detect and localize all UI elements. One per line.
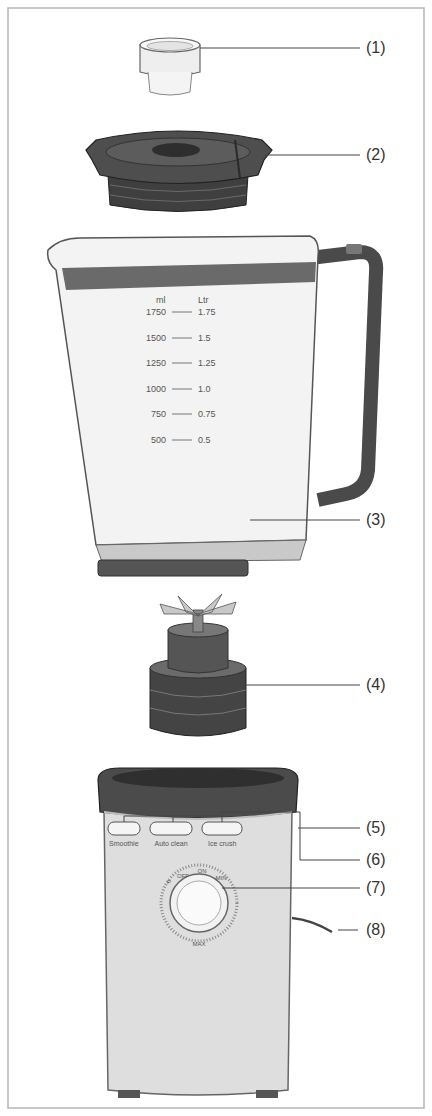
leader-line: [298, 828, 360, 829]
scale-unit: Ltr: [198, 296, 209, 305]
power-cord: [292, 918, 332, 932]
leader-line: [124, 812, 360, 860]
callout-number: (1): [366, 40, 386, 56]
blade-unit: [150, 594, 246, 736]
leader-line: [222, 888, 360, 889]
scale-mark: 1250: [146, 359, 166, 368]
motor-base: [98, 768, 298, 1098]
dial-label: MAX: [193, 941, 206, 947]
scale-mark: 1.75: [198, 308, 216, 317]
leader-line: [240, 685, 360, 686]
scale-mark: 1750: [146, 308, 166, 317]
dial-label: OFF: [177, 873, 189, 879]
scale-mark: 1.0: [198, 385, 211, 394]
callout-number: (7): [366, 880, 386, 896]
leader-line: [338, 930, 358, 931]
callout-number: (6): [366, 852, 386, 868]
callout-number: (4): [366, 677, 386, 693]
dial-label: P: [167, 879, 171, 885]
scale-mark: 0.5: [198, 436, 211, 445]
callout-number: (8): [366, 922, 386, 938]
callout-number: (5): [366, 820, 386, 836]
frame: [8, 8, 424, 1108]
scale-unit: ml: [156, 296, 166, 305]
callout-number: (2): [366, 147, 386, 163]
jug-lid: [86, 131, 272, 212]
scale-mark: 500: [151, 436, 166, 445]
dial-label: MIN: [216, 875, 227, 881]
dial-label: ON: [198, 868, 207, 874]
leader-line: [200, 48, 360, 49]
leader-line: [264, 155, 360, 156]
button-label: Auto clean: [155, 840, 188, 847]
button-label: Smoothie: [109, 840, 139, 847]
scale-mark: 1.25: [198, 359, 216, 368]
leader-line: [250, 520, 360, 521]
scale-mark: 0.75: [198, 410, 216, 419]
measuring-cap: [140, 38, 200, 95]
button-label: Ice crush: [208, 840, 236, 847]
scale-mark: 1.5: [198, 334, 211, 343]
blender-jug: [48, 236, 377, 576]
callout-number: (3): [366, 512, 386, 528]
scale-mark: 1000: [146, 385, 166, 394]
scale-mark: 1500: [146, 334, 166, 343]
scale-mark: 750: [151, 410, 166, 419]
